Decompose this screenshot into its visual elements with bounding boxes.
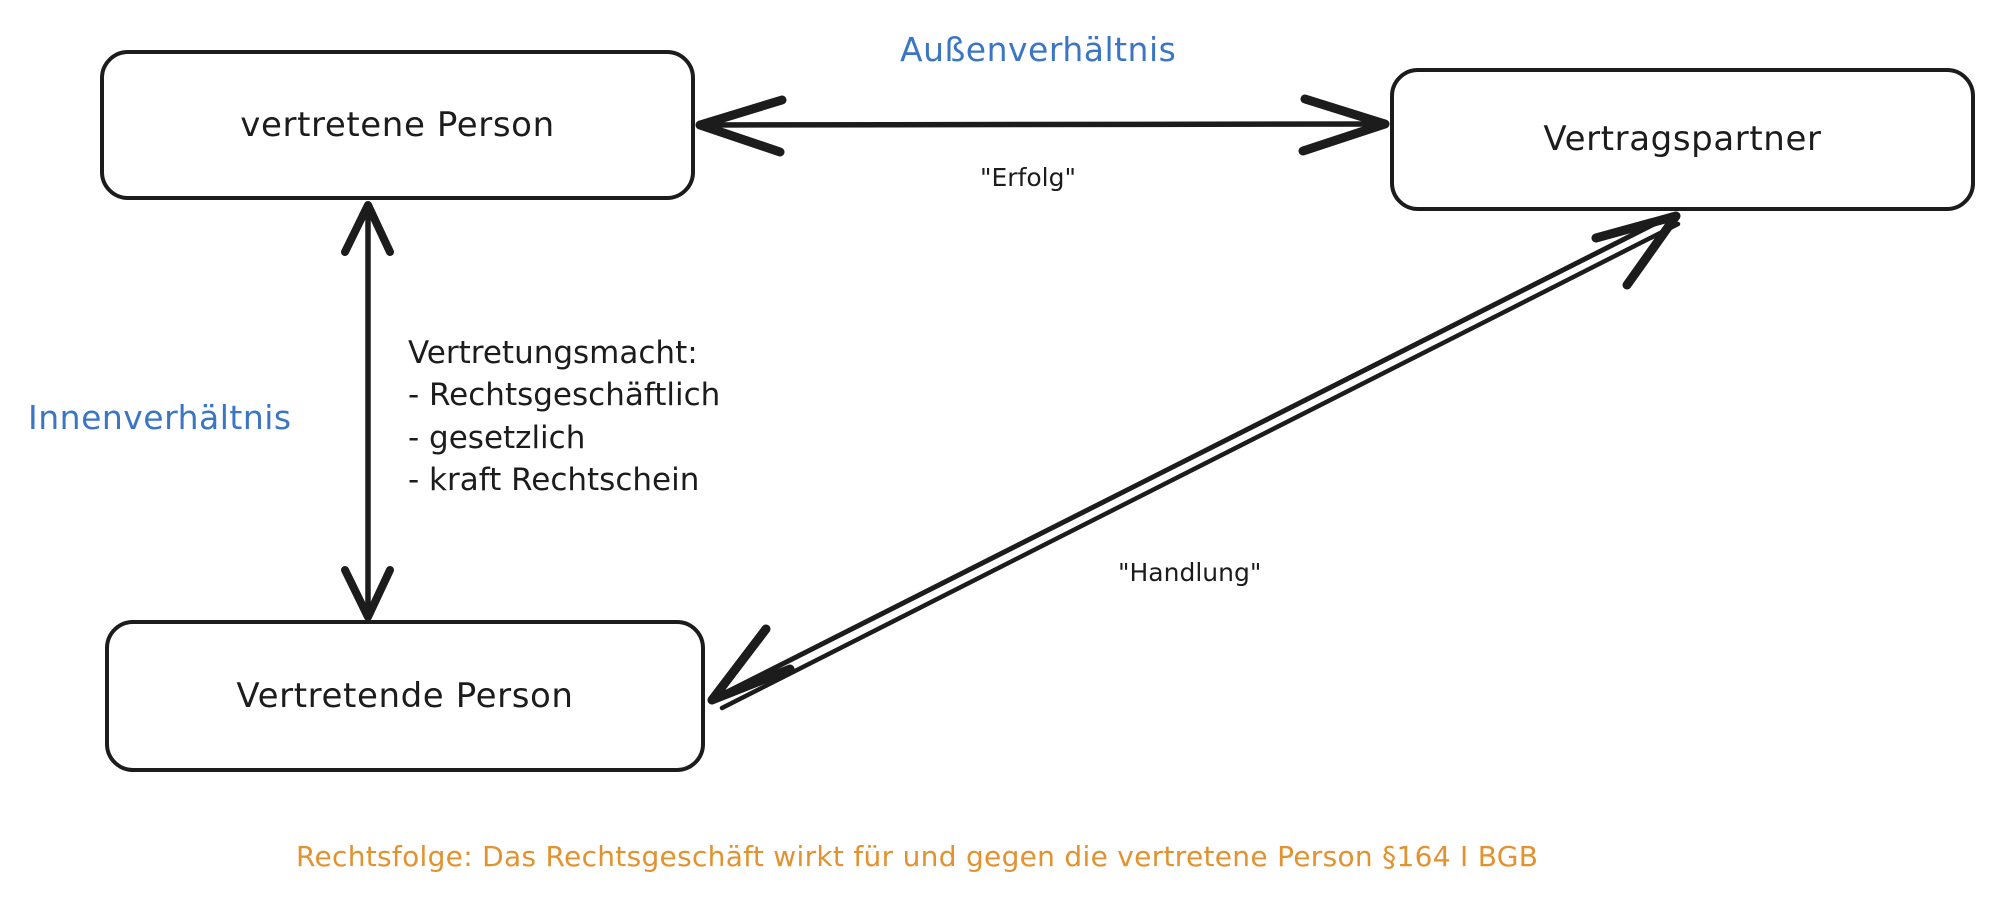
node-vertretene-person[interactable]: vertretene Person [100,50,695,200]
node-label-vertretene-person: vertretene Person [240,104,555,145]
edge-label-erfolg: "Erfolg" [980,163,1076,192]
node-vertragspartner[interactable]: Vertragspartner [1390,68,1975,211]
node-label-vertragspartner: Vertragspartner [1543,119,1822,160]
relation-label-innenverhaeltnis: Innenverhältnis [28,398,292,437]
note-title: Vertretungsmacht: [408,335,698,371]
note-vertretungsmacht: Vertretungsmacht: - Rechtsgeschäftlich -… [408,332,720,501]
edge-handlung [707,211,1681,711]
edge-aussenverhaeltnis [695,94,1390,157]
note-item: - Rechtsgeschäftlich [408,377,721,414]
node-label-vertretende-person: Vertretende Person [236,675,574,716]
note-item: - kraft Rechtschein [408,461,700,498]
relation-label-aussenverhaeltnis: Außenverhältnis [900,30,1177,69]
node-vertretende-person[interactable]: Vertretende Person [105,620,705,772]
edge-label-handlung: "Handlung" [1118,558,1262,587]
note-item: - gesetzlich [408,419,586,456]
footer-rechtsfolge: Rechtsfolge: Das Rechtsgeschäft wirkt fü… [296,840,1539,873]
edge-innenverhaeltnis [341,201,394,621]
